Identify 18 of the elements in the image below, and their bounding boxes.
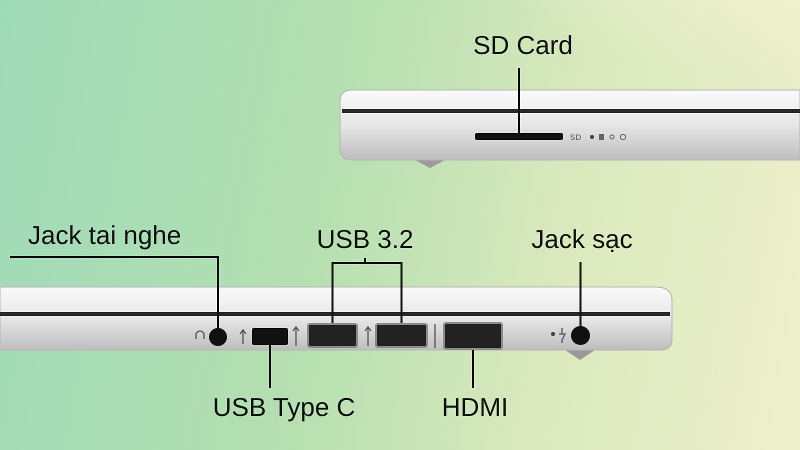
port-opening (307, 323, 358, 348)
leader-line (10, 256, 219, 328)
port-marking: SD (570, 133, 582, 142)
leader-line (364, 258, 402, 323)
port-slot (475, 133, 563, 140)
port-slot (252, 328, 288, 345)
port-opening (375, 323, 428, 348)
port-label: USB 3.2 (316, 224, 414, 254)
port-opening (443, 322, 503, 350)
port-label: SD Card (473, 30, 573, 60)
leader-line (580, 262, 582, 326)
leader-line (472, 350, 474, 388)
leader-line (269, 345, 271, 388)
port-label: USB Type C (212, 392, 356, 422)
port-label: Jack sạc (531, 224, 633, 254)
port-label: Jack tai nghe (28, 220, 182, 250)
leader-line (518, 68, 520, 133)
port-label: HDMI (442, 392, 508, 422)
